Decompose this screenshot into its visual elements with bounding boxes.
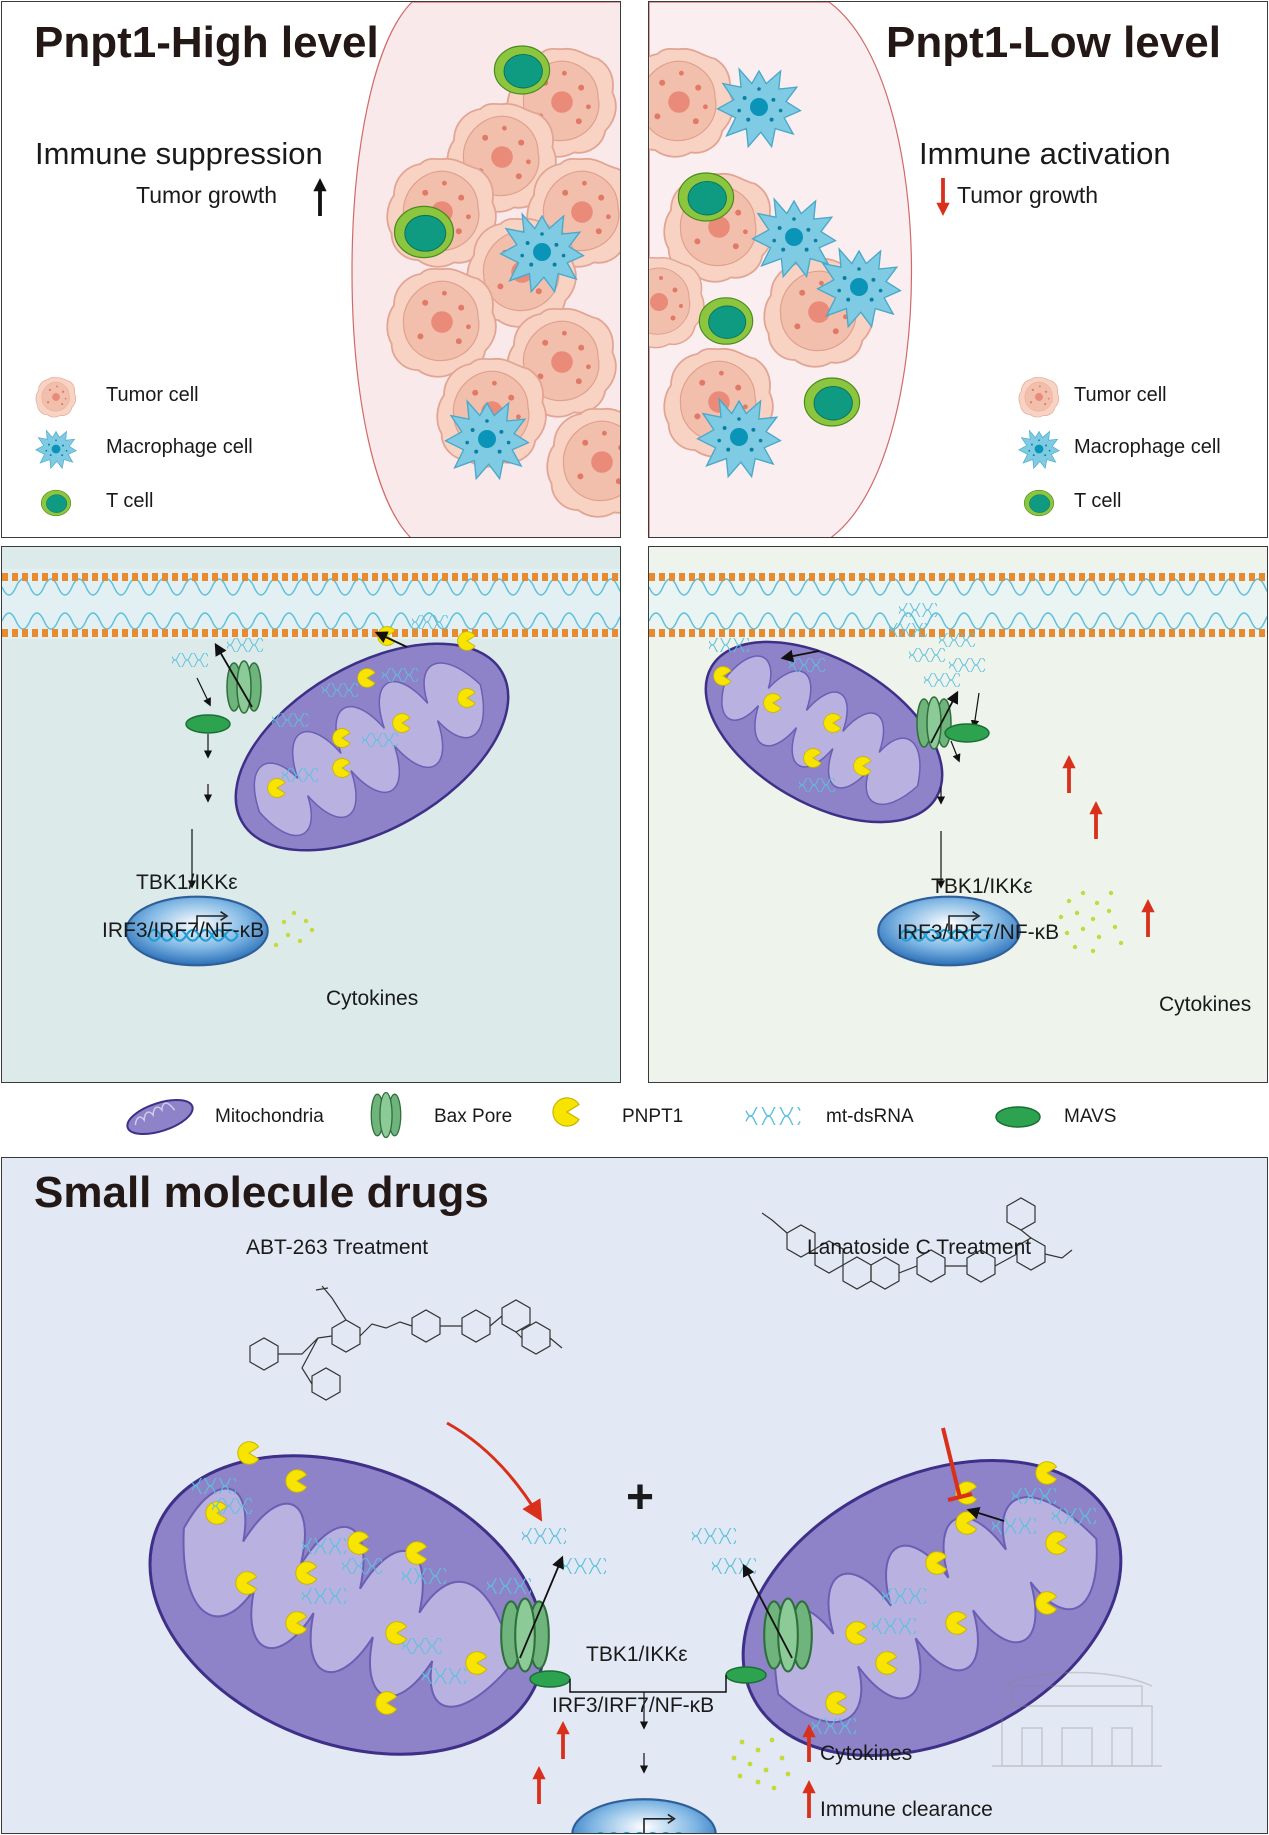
cytokines-label: Cytokines <box>820 1742 913 1765</box>
macrophage-icon <box>1018 430 1060 469</box>
tumor-cell-icon <box>1018 377 1060 418</box>
panel-title: Pnpt1-Low level <box>886 18 1221 67</box>
combination-plus-sign: + <box>626 1471 655 1524</box>
t-cell-icon <box>698 297 754 345</box>
drug-combination-diagram <box>148 1197 1162 1833</box>
mt-dsrna-icon <box>744 1107 802 1125</box>
tumor-microenvironment-low <box>649 2 1060 537</box>
abt263-structure <box>249 1285 563 1401</box>
tumor-growth-label: Tumor growth <box>957 182 1099 208</box>
lanatoside-c-structure <box>761 1197 1073 1290</box>
legend-macrophage-cell: Macrophage cell <box>106 436 253 458</box>
panel-pnpt1-low: Pnpt1-Low level Immune activation Tumor … <box>648 1 1268 538</box>
bax-pore-icon <box>226 660 262 714</box>
t-cell-icon <box>40 489 72 517</box>
cytokines-label: Cytokines <box>1159 993 1252 1016</box>
legend-mt-dsrna: mt-dsRNA <box>826 1106 914 1127</box>
panel-title: Small molecule drugs <box>34 1168 489 1217</box>
t-cell-icon <box>493 45 551 95</box>
tbk1-label: TBK1/IKKε <box>586 1643 688 1666</box>
cytokine-dots <box>273 910 315 948</box>
legend-mitochondria: Mitochondria <box>215 1106 324 1127</box>
cytokine-dots <box>731 1737 791 1791</box>
legend-tumor-cell: Tumor cell <box>1074 384 1167 406</box>
tbk1-label: TBK1/IKKε <box>931 875 1033 898</box>
t-cell-icon <box>803 377 861 427</box>
irf-label: IRF3/IRF7/NF-κB <box>552 1694 715 1717</box>
panel-title: Pnpt1-High level <box>34 18 379 67</box>
mavs-icon <box>995 1106 1041 1128</box>
mitochondria-icon <box>126 1099 194 1135</box>
mavs-icon <box>529 1670 571 1688</box>
legend-bax-pore: Bax Pore <box>434 1106 513 1127</box>
drug-lanatoside-c-label: Lanatoside C Treatment <box>807 1236 1032 1259</box>
tumor-microenvironment-high <box>35 2 620 537</box>
immune-state-label: Immune suppression <box>35 136 323 171</box>
tumor-growth-label: Tumor growth <box>136 182 278 208</box>
legend-macrophage-cell: Macrophage cell <box>1074 436 1221 458</box>
mavs-icon <box>725 1666 767 1684</box>
legend-t-cell: T cell <box>106 490 154 512</box>
legend-t-cell: T cell <box>1074 490 1122 512</box>
watermark-building <box>992 1671 1162 1767</box>
bax-pore-icon <box>500 1597 550 1673</box>
t-cell-icon <box>393 205 455 259</box>
irf-label: IRF3/IRF7/NF-κB <box>897 921 1060 944</box>
panel-signaling-low: TBK1/IKKε IRF3/IRF7/NF-κB Cytokines <box>648 546 1268 1083</box>
irf-label: IRF3/IRF7/NF-κB <box>102 919 265 942</box>
mavs-icon <box>944 723 990 743</box>
bax-pore-icon <box>916 696 952 750</box>
tumor-cell-icon <box>35 377 77 418</box>
tbk1-label: TBK1/IKKε <box>136 871 238 894</box>
cytokine-dots <box>1058 890 1124 954</box>
signaling-diagram-high <box>2 569 620 967</box>
nucleus-icon <box>571 1798 717 1833</box>
bax-pore-icon <box>763 1597 813 1673</box>
panel-signaling-high: TBK1/IKKε IRF3/IRF7/NF-κB Cytokines <box>1 546 621 1083</box>
bax-pore-icon <box>370 1091 402 1139</box>
mavs-icon <box>185 714 231 734</box>
signaling-diagram-low <box>649 569 1267 967</box>
legend-bar <box>126 1091 1041 1139</box>
drug-abt263-label: ABT-263 Treatment <box>246 1236 429 1259</box>
immune-state-label: Immune activation <box>919 136 1171 171</box>
legend-mavs: MAVS <box>1064 1106 1117 1127</box>
panel-small-molecule-drugs: Small molecule drugs ABT-263 Treatment L… <box>1 1157 1268 1834</box>
t-cell-icon <box>677 172 735 222</box>
macrophage-icon <box>35 430 77 469</box>
cytokines-label: Cytokines <box>326 987 419 1010</box>
immune-clearance-label: Immune clearance <box>820 1798 993 1821</box>
legend-pnpt1: PNPT1 <box>622 1106 684 1127</box>
panel-pnpt1-high: Pnpt1-High level Immune suppression Tumo… <box>1 1 621 538</box>
t-cell-icon <box>1023 489 1055 517</box>
legend-tumor-cell: Tumor cell <box>106 384 199 406</box>
pnpt1-icon <box>552 1097 580 1127</box>
